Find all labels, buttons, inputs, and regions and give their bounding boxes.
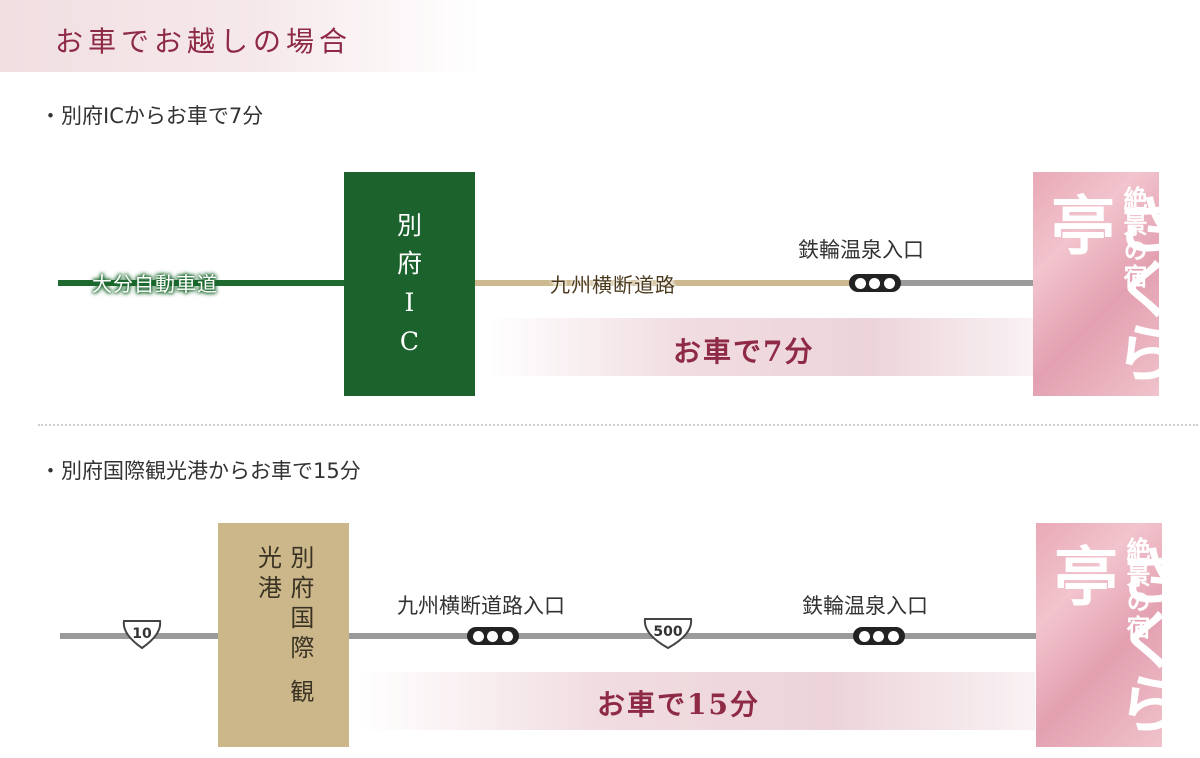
route-shield-10-icon: 10 [120,618,164,654]
route-shield-10-number: 10 [132,626,152,642]
logo-name: さくら亭 [1040,192,1179,384]
route1-highway-label: 九州横断道路 [550,273,676,297]
route1-expressway-label: 大分自動車道 [92,272,218,296]
route2-start-label-line2: 観光港 [253,545,314,709]
section-divider [38,424,1198,426]
logo-tagline: 絶景の宿 [1122,537,1151,641]
route1-time: お車で7分 [673,335,815,368]
logo-tagline: 絶景の宿 [1119,186,1148,290]
route2-start-label-line1: 別府国際 [285,545,314,665]
route2-label: ・別府国際観光港からお車で15分 [40,459,361,483]
logo-sakuratei: 絶景の宿 さくら亭 [1033,172,1179,396]
section-title: お車でお越しの場合 [55,25,353,58]
traffic-signal-icon [853,627,905,645]
route2-station1-label: 九州横断道路入口 [397,594,565,618]
route2-start-box: 別府国際 観光港 [218,523,349,747]
traffic-signal-icon [467,627,519,645]
route-shield-500-icon: 500 [641,616,695,654]
section-header-band [0,0,480,72]
route2-time-band [360,672,1035,730]
traffic-signal-icon [849,274,901,292]
route1-expressway-line [58,280,346,286]
logo-name: さくら亭 [1043,543,1182,735]
route2-road-line [349,633,1039,639]
route1-label: ・別府ICからお車で7分 [40,104,264,128]
route2-start-label: 別府国際 観光港 [251,545,316,725]
route-shield-500-number: 500 [653,624,682,640]
route1-station-label: 鉄輪温泉入口 [798,238,924,262]
route1-local-road-line [855,280,1035,286]
route1-time-band [490,318,1035,376]
logo-sakuratei: 絶景の宿 さくら亭 [1036,523,1182,747]
route2-station2-label: 鉄輪温泉入口 [802,594,928,618]
route1-highway-line [475,280,855,286]
route2-time: お車で15分 [597,688,760,721]
